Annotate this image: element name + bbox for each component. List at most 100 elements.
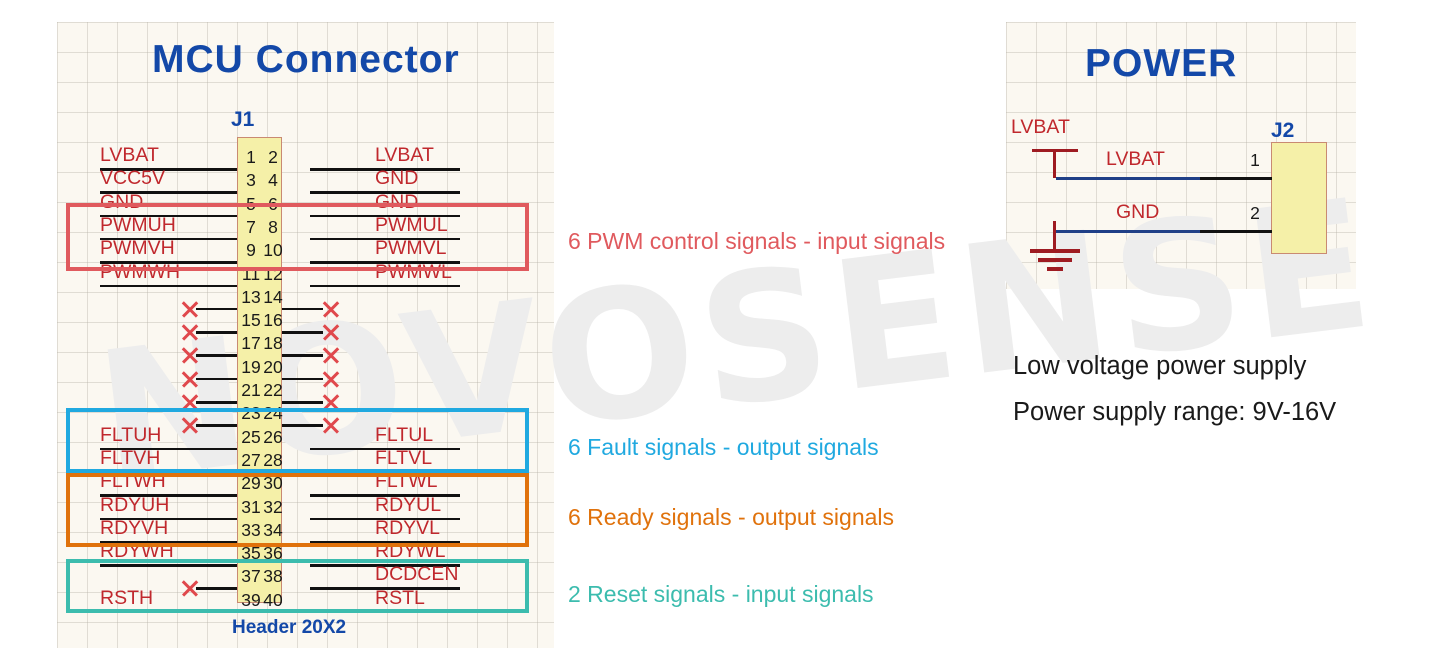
net-label-gnd: GND — [375, 167, 419, 190]
j1-pin-8-wire — [310, 237, 460, 241]
net-label-fltul: FLTUL — [375, 423, 434, 446]
j1-refdes-label: J1 — [231, 108, 255, 131]
j1-pin-28-number: 28 — [263, 449, 283, 470]
j1-pin-37-number: 37 — [241, 566, 261, 587]
j1-pin-16-wire — [282, 331, 323, 334]
no-connect-icon — [321, 345, 341, 365]
j1-pin-36-number: 36 — [263, 543, 283, 564]
j1-pin-29-number: 29 — [241, 473, 261, 494]
j1-pin-23-wire — [196, 424, 237, 427]
j1-part-label: Header 20X2 — [232, 617, 347, 638]
j1-pin-33-wire — [100, 540, 237, 544]
power-note-line-1: Low voltage power supply — [1013, 352, 1307, 380]
j1-pin-38-wire — [310, 587, 460, 590]
j1-pin-9-number: 9 — [246, 240, 256, 261]
no-connect-icon — [180, 299, 200, 319]
no-connect-icon — [180, 322, 200, 342]
annotation-fault: 6 Fault signals - output signals — [568, 434, 879, 460]
j1-pin-22-number: 22 — [263, 380, 283, 400]
j2-pin-2-number: 2 — [1250, 203, 1260, 223]
j1-pin-39-number: 39 — [241, 589, 261, 610]
j1-pin-29-wire — [100, 494, 237, 497]
net-label-pwmuh: PWMUH — [100, 213, 176, 236]
net-label-pwmwl: PWMWL — [375, 260, 452, 283]
j2-connector-body — [1271, 142, 1327, 254]
j1-pin-34-number: 34 — [263, 519, 283, 540]
annotation-reset: 2 Reset signals - input signals — [568, 581, 874, 607]
net-label-lvbat: LVBAT — [375, 144, 434, 166]
net-label-fltuh: FLTUH — [100, 423, 162, 446]
j1-pin-24-wire — [282, 424, 323, 427]
no-connect-icon — [321, 369, 341, 389]
highlight-box-reset — [66, 559, 529, 613]
j1-pin-31-wire — [100, 517, 237, 521]
net-label-gnd: GND — [100, 190, 144, 213]
j1-pin-18-wire — [282, 354, 323, 357]
j1-pin-17-number: 17 — [241, 333, 261, 354]
gnd-symbol-bar-2 — [1038, 258, 1072, 262]
j1-pin-38-number: 38 — [263, 566, 283, 587]
j1-pin-30-wire — [310, 494, 460, 497]
j1-pin-9-wire — [100, 261, 237, 264]
power-title: POWER — [1085, 42, 1238, 85]
j1-pin-4-wire — [310, 191, 460, 194]
j1-connector-body — [237, 137, 282, 603]
gnd-symbol-stem — [1053, 221, 1057, 252]
j1-pin-15-wire — [196, 331, 237, 334]
gnd-net-label: GND — [1116, 201, 1160, 223]
gnd-net-wire — [1056, 230, 1236, 233]
j1-pin-13-number: 13 — [241, 286, 261, 307]
j1-pin-7-number: 7 — [246, 216, 256, 237]
j1-pin-1-wire — [100, 168, 237, 171]
j1-pin-32-number: 32 — [263, 496, 283, 517]
j2-pin1-wire — [1200, 177, 1272, 180]
no-connect-icon — [321, 322, 341, 342]
j1-pin-2-wire — [310, 168, 460, 171]
j1-pin-17-wire — [196, 354, 237, 357]
net-label-rdyuh: RDYUH — [100, 493, 170, 516]
net-label-dcdcen: DCDCEN — [375, 563, 459, 586]
annotation-pwm: 6 PWM control signals - input signals — [568, 228, 946, 254]
j1-pin-26-wire — [310, 447, 460, 451]
j1-pin-14-number: 14 — [263, 286, 283, 307]
no-connect-icon — [180, 369, 200, 389]
net-label-pwmvh: PWMVH — [100, 237, 175, 260]
j1-pin-15-number: 15 — [241, 310, 261, 331]
j1-pin-3-number: 3 — [246, 170, 256, 191]
j1-pin-32-wire — [310, 517, 460, 521]
j1-pin-25-number: 25 — [241, 426, 261, 447]
net-label-rdyvl: RDYVL — [375, 516, 441, 539]
net-label-pwmul: PWMUL — [375, 213, 448, 236]
j1-pin-20-number: 20 — [263, 356, 283, 377]
j1-pin-22-wire — [282, 401, 323, 404]
net-label-rstl: RSTL — [375, 586, 425, 609]
net-label-gnd: GND — [375, 190, 419, 213]
j1-pin-35-number: 35 — [241, 543, 261, 564]
j1-pin-35-wire — [100, 564, 237, 567]
highlight-box-ready — [66, 473, 529, 547]
j1-pin-18-number: 18 — [263, 333, 283, 354]
net-label-fltvl: FLTVL — [375, 446, 433, 469]
j1-pin-26-number: 26 — [263, 426, 283, 447]
highlight-box-pwm — [66, 203, 529, 271]
no-connect-icon — [321, 299, 341, 319]
j1-pin-12-wire — [310, 284, 460, 288]
j1-pin-40-number: 40 — [263, 589, 283, 610]
net-label-rsth: RSTH — [100, 586, 154, 609]
j1-pin-14-wire — [282, 307, 323, 311]
j1-pin-21-wire — [196, 401, 237, 404]
j1-pin-37-wire — [196, 587, 237, 590]
j1-pin-31-number: 31 — [241, 496, 261, 517]
j1-pin-33-number: 33 — [241, 519, 261, 540]
j1-pin-7-wire — [100, 237, 237, 241]
annotation-ready: 6 Ready signals - output signals — [568, 504, 895, 530]
mcu-connector-title: MCU Connector — [152, 38, 460, 81]
power-note-line-2: Power supply range: 9V-16V — [1013, 398, 1337, 426]
j1-pin-25-wire — [100, 447, 237, 451]
j1-pin-19-number: 19 — [241, 356, 261, 377]
j1-pin-2-number: 2 — [268, 147, 278, 167]
j1-pin-6-wire — [310, 214, 460, 218]
j1-pin-34-wire — [310, 540, 460, 544]
net-label-rdyvh: RDYVH — [100, 516, 169, 539]
j1-pin-20-wire — [282, 377, 323, 381]
